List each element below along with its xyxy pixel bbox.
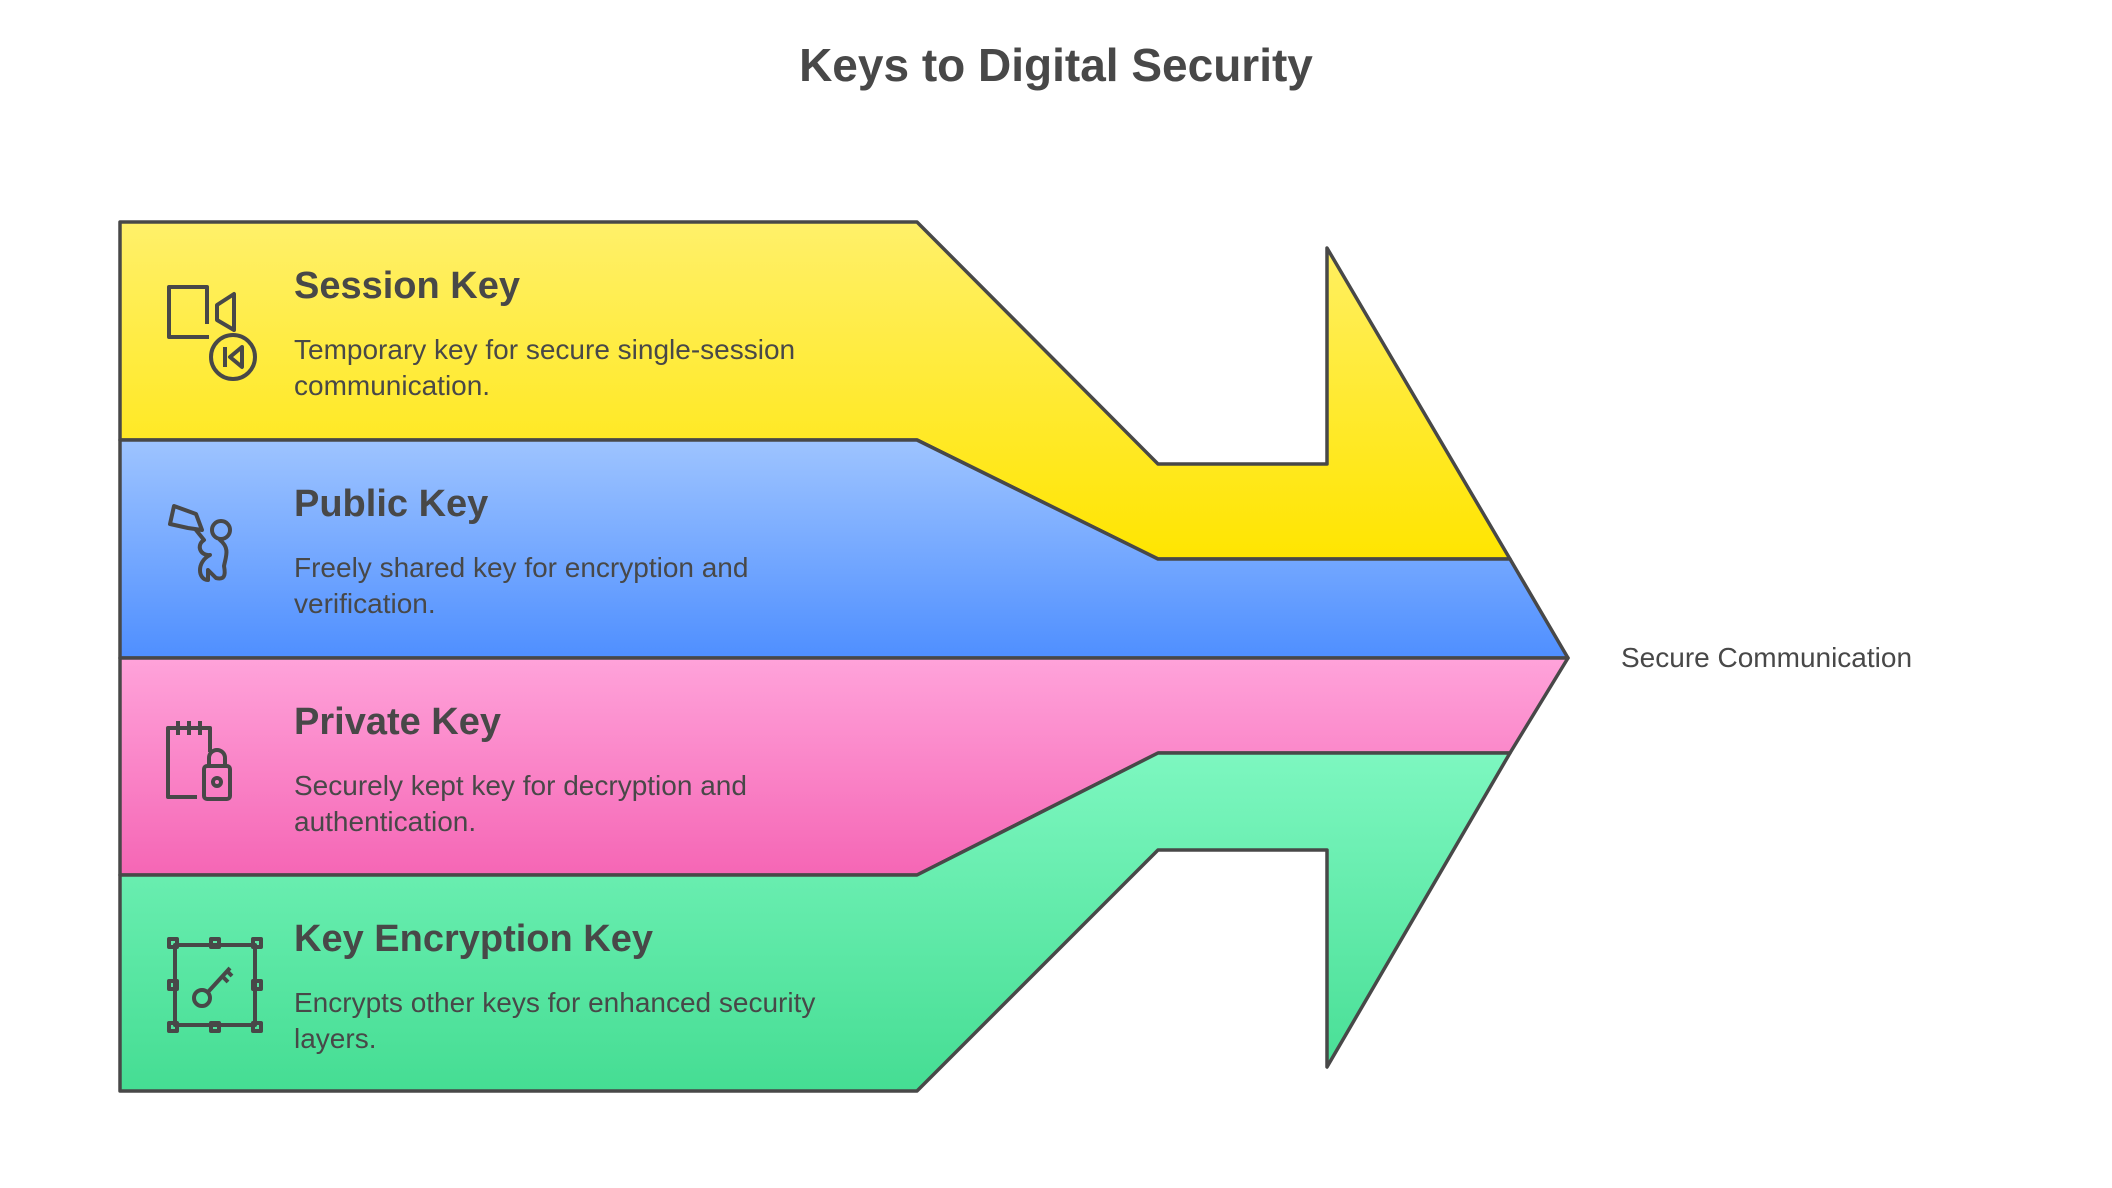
item-public-key: Public Key Freely shared key for encrypt… [294,480,894,622]
item-heading: Key Encryption Key [294,918,653,960]
band-key-encryption-key [118,751,1512,1093]
video-call-rewind-icon [167,285,257,381]
item-heading: Public Key [294,483,489,525]
item-description: Securely kept key for decryption and aut… [294,770,747,837]
item-description: Freely shared key for encryption and ver… [294,552,749,619]
page-title: Keys to Digital Security [799,39,1313,91]
notepad-lock-icon [166,721,232,801]
item-key-encryption-key: Key Encryption Key Encrypts other keys f… [294,915,894,1057]
item-description: Temporary key for secure single-session … [294,334,796,401]
item-heading: Private Key [294,701,502,743]
outcome-label: Secure Communication [1621,642,1913,673]
item-session-key: Session Key Temporary key for secure sin… [294,262,894,404]
item-private-key: Private Key Securely kept key for decryp… [294,698,894,840]
megaphone-person-icon [168,504,232,582]
item-description: Encrypts other keys for enhanced securit… [294,987,816,1054]
key-chip-icon [167,937,263,1033]
item-heading: Session Key [294,265,520,307]
